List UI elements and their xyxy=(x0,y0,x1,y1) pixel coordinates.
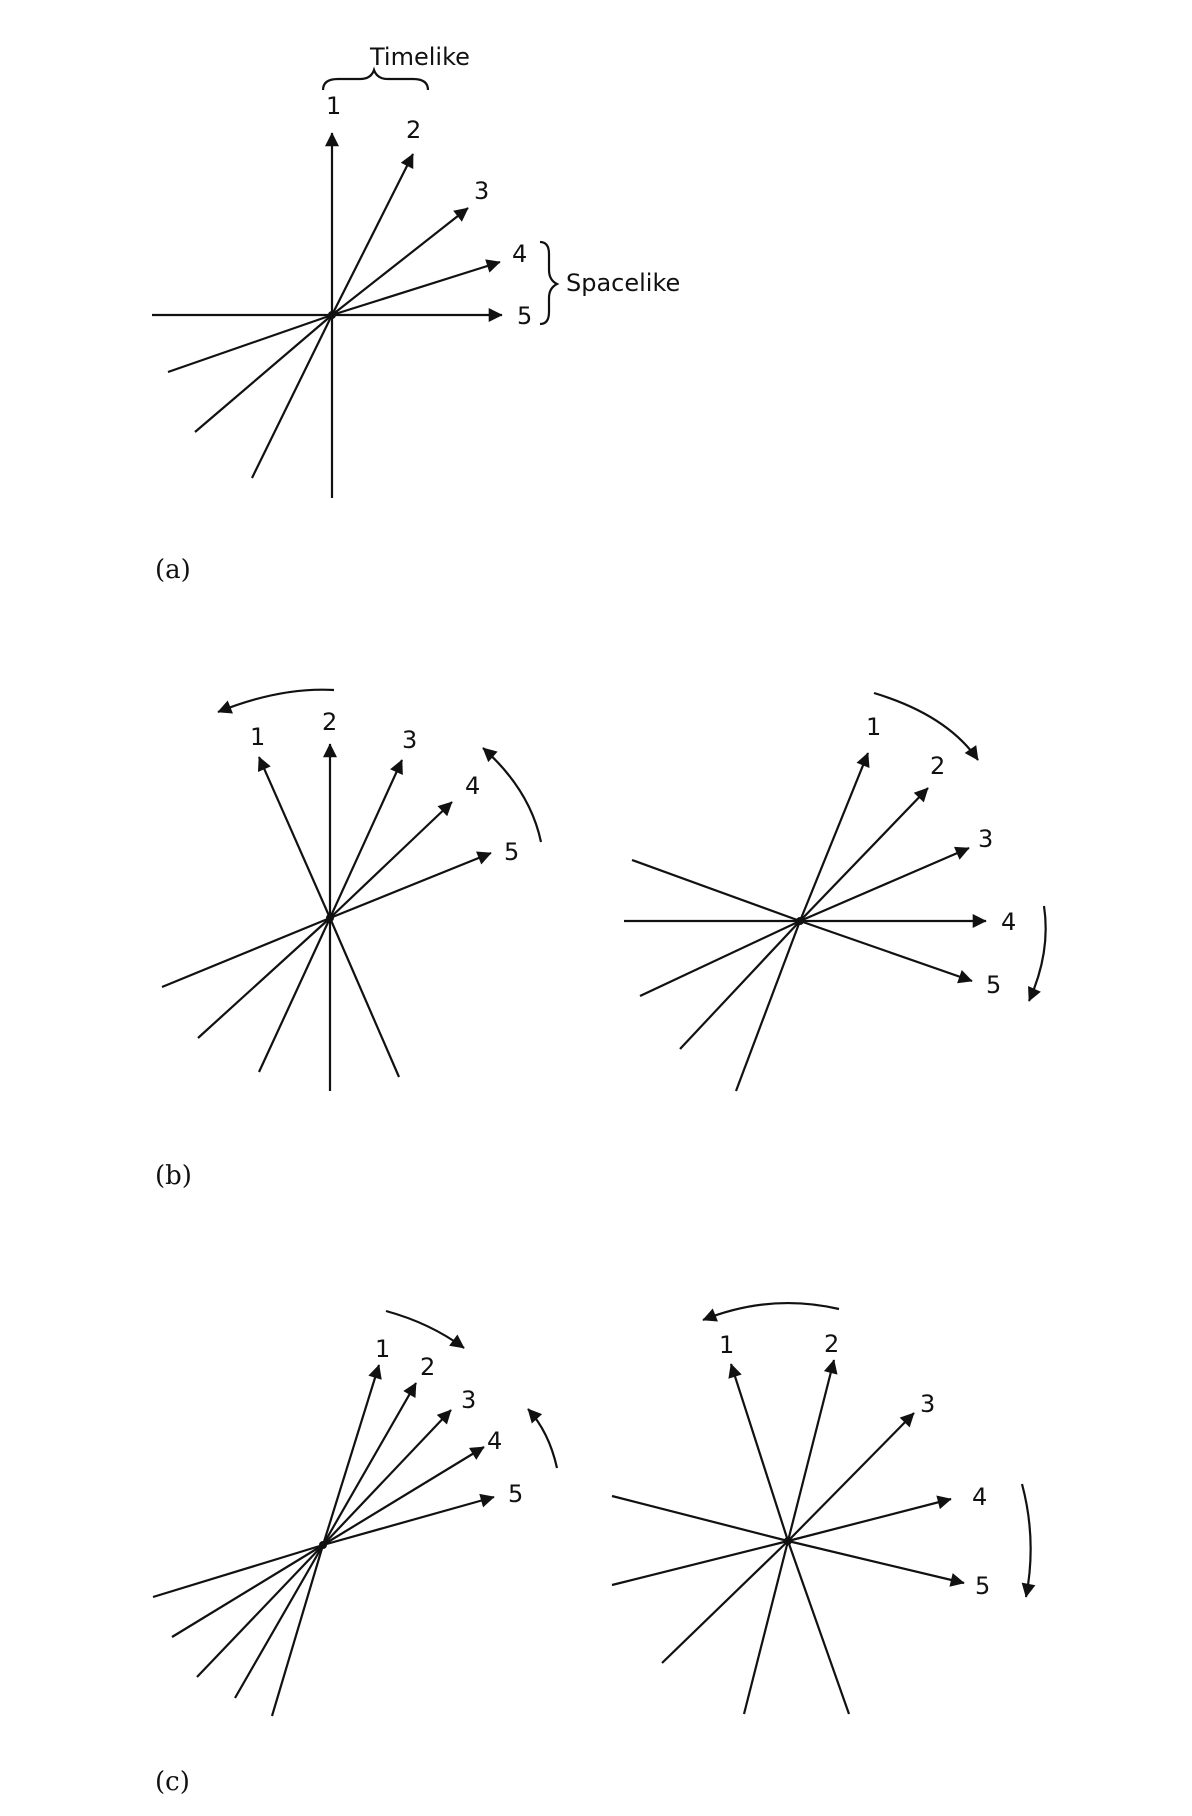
label-br-5: 5 xyxy=(986,971,1001,999)
panel-b-labels: 1 2 3 4 5 1 2 3 4 5 (b) xyxy=(155,708,1016,1191)
rotation-arrow-bl-right xyxy=(482,747,543,843)
label-bl-3: 3 xyxy=(402,726,417,754)
label-a-1: 1 xyxy=(326,92,341,120)
label-a-5: 5 xyxy=(517,302,532,330)
rotation-arrow-br-right xyxy=(1027,905,1047,1002)
label-bl-5: 5 xyxy=(504,838,519,866)
spacelike-brace xyxy=(539,240,560,326)
vector-bl-5 xyxy=(329,851,492,920)
label-bl-2: 2 xyxy=(322,708,337,736)
extension-a-3 xyxy=(194,314,333,433)
label-cl-4: 4 xyxy=(487,1427,502,1455)
label-cr-3: 3 xyxy=(920,1390,935,1418)
vector-a-2 xyxy=(331,153,414,316)
extension-cr-5 xyxy=(611,1494,789,1543)
label-cr-4: 4 xyxy=(972,1483,987,1511)
vector-cl-4 xyxy=(322,1446,485,1546)
rotation-arrow-cl-right xyxy=(527,1408,559,1469)
spacelike-label: Spacelike xyxy=(566,269,680,297)
panel-b-left xyxy=(161,688,543,1091)
label-a-3: 3 xyxy=(474,177,489,205)
label-br-2: 2 xyxy=(930,752,945,780)
rotation-arrow-cl-top xyxy=(385,1309,465,1349)
extension-cr-3 xyxy=(661,1540,789,1664)
label-cr-1: 1 xyxy=(719,1331,734,1359)
panel-a xyxy=(152,66,560,498)
rotation-arrow-bl-top xyxy=(217,688,335,714)
vector-bl-1 xyxy=(257,756,332,919)
origin-cl xyxy=(319,1541,327,1549)
extension-br-1 xyxy=(734,920,802,1092)
extension-br-3 xyxy=(639,920,801,997)
panel-c-labels: 1 2 3 4 5 1 2 3 4 5 (c) xyxy=(155,1330,990,1797)
label-br-1: 1 xyxy=(866,713,881,741)
extension-bl-4 xyxy=(197,917,331,1039)
extension-cl-4 xyxy=(171,1544,324,1638)
label-cl-3: 3 xyxy=(461,1386,476,1414)
vector-cl-5 xyxy=(322,1493,495,1547)
rotation-arrow-cr-top xyxy=(702,1302,840,1322)
extension-br-5 xyxy=(631,858,801,923)
extension-bl-3 xyxy=(258,917,331,1073)
extension-cl-3 xyxy=(196,1544,324,1678)
vector-cr-4 xyxy=(787,1495,952,1543)
caption-a: (a) xyxy=(155,555,191,585)
timelike-label: Timelike xyxy=(369,43,470,71)
vector-br-5 xyxy=(799,919,973,984)
extension-bl-1 xyxy=(328,917,401,1078)
vector-a-3 xyxy=(331,207,469,316)
panel-c-right xyxy=(611,1302,1036,1715)
origin-a xyxy=(328,311,336,319)
label-bl-4: 4 xyxy=(465,772,480,800)
timelike-brace xyxy=(321,66,430,91)
origin-br xyxy=(796,917,804,925)
vector-cl-2 xyxy=(322,1382,417,1546)
origin-dots xyxy=(319,311,804,1549)
label-cl-1: 1 xyxy=(375,1335,390,1363)
vector-br-3 xyxy=(799,846,970,923)
extension-cl-5 xyxy=(152,1543,324,1599)
label-br-4: 4 xyxy=(1001,908,1016,936)
label-a-4: 4 xyxy=(512,240,527,268)
rotation-arrow-cr-right xyxy=(1020,1483,1036,1598)
extension-cr-1 xyxy=(786,1540,851,1715)
label-cl-5: 5 xyxy=(508,1480,523,1508)
label-bl-1: 1 xyxy=(250,723,265,751)
vector-cl-1 xyxy=(321,1364,382,1546)
label-cr-2: 2 xyxy=(824,1330,839,1358)
panel-b-right xyxy=(624,691,1047,1092)
extension-cl-1 xyxy=(270,1544,325,1717)
vector-a-4 xyxy=(331,259,501,317)
vector-cr-5 xyxy=(787,1539,965,1587)
panel-c-left xyxy=(152,1309,559,1717)
label-br-3: 3 xyxy=(978,825,993,853)
extension-a-4 xyxy=(167,313,333,374)
vector-cl-3 xyxy=(322,1409,452,1546)
vector-br-2 xyxy=(799,787,929,922)
vector-bl-4 xyxy=(329,801,453,919)
origin-bl xyxy=(326,914,334,922)
extension-cr-4 xyxy=(611,1539,789,1587)
extension-a-2 xyxy=(251,314,333,479)
label-a-2: 2 xyxy=(406,116,421,144)
vector-cr-2 xyxy=(786,1359,838,1542)
rotation-arrow-br-top xyxy=(873,691,979,761)
label-cr-5: 5 xyxy=(975,1572,990,1600)
vector-cr-1 xyxy=(728,1363,790,1542)
caption-b: (b) xyxy=(155,1161,192,1191)
label-cl-2: 2 xyxy=(420,1353,435,1381)
vector-br-1 xyxy=(798,752,870,922)
extension-br-2 xyxy=(679,920,801,1050)
origin-cr xyxy=(784,1537,792,1545)
extension-bl-5 xyxy=(161,916,331,989)
caption-c: (c) xyxy=(155,1767,190,1797)
extension-cl-2 xyxy=(234,1544,324,1699)
vector-cr-3 xyxy=(787,1412,915,1542)
panel-a-labels: 1 2 3 4 5 Timelike Spacelike (a) xyxy=(155,43,680,585)
extension-cr-2 xyxy=(742,1540,790,1715)
vector-bl-3 xyxy=(328,759,404,919)
